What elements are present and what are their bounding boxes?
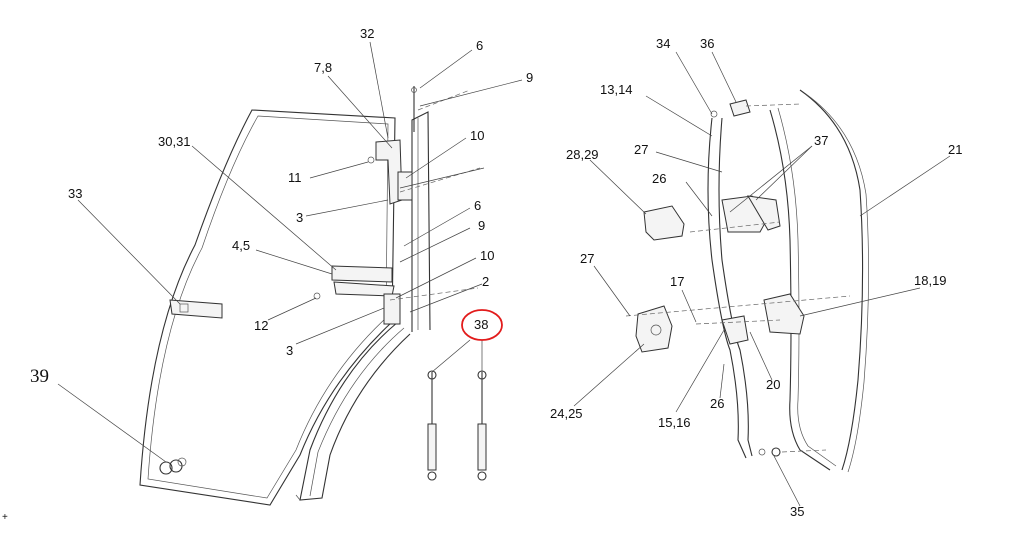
callout-27-left: 27 <box>580 251 594 266</box>
callout-36: 36 <box>700 36 714 51</box>
callout-9-top: 9 <box>526 70 533 85</box>
callout-32: 32 <box>360 26 374 41</box>
bracket-24-25 <box>635 305 673 353</box>
hinge-15-16 <box>721 315 749 345</box>
origin-marker: + <box>2 512 8 523</box>
callout-34: 34 <box>656 36 670 51</box>
door-panel <box>139 109 396 506</box>
callout-24-25: 24,25 <box>550 406 583 421</box>
washer-35 <box>758 447 781 457</box>
callout-26-bottom: 26 <box>710 396 724 411</box>
door-frame-rail <box>295 111 431 501</box>
callout-4-5: 4,5 <box>232 238 250 253</box>
hinge-bottom <box>313 265 401 325</box>
callout-39: 39 <box>30 366 49 387</box>
callout-13-14: 13,14 <box>600 82 633 97</box>
bracket-37 <box>721 195 781 233</box>
cover-28-29 <box>643 205 685 241</box>
callout-10-top: 10 <box>470 128 484 143</box>
callout-37: 37 <box>814 133 828 148</box>
callout-18-19: 18,19 <box>914 273 947 288</box>
callout-9-mid: 9 <box>478 218 485 233</box>
callout-7-8: 7,8 <box>314 60 332 75</box>
callout-27-top: 27 <box>634 142 648 157</box>
callout-3-bottom: 3 <box>286 343 293 358</box>
callout-10-mid: 10 <box>480 248 494 263</box>
callout-26-top: 26 <box>652 171 666 186</box>
callout-17: 17 <box>670 274 684 289</box>
callout-12: 12 <box>254 318 268 333</box>
callout-6-top: 6 <box>476 38 483 53</box>
callout-21: 21 <box>948 142 962 157</box>
hinge-top <box>367 139 413 205</box>
callout-38: 38 <box>474 317 488 332</box>
leader-lines <box>57 41 951 507</box>
vertical-post-13-14 <box>707 117 753 459</box>
latch-handle <box>169 299 223 319</box>
callout-3-top: 3 <box>296 210 303 225</box>
top-nut-36 <box>710 99 751 118</box>
callout-33: 33 <box>68 186 82 201</box>
callout-35: 35 <box>790 504 804 519</box>
gas-struts <box>427 370 487 481</box>
callout-30-31: 30,31 <box>158 134 191 149</box>
callout-20: 20 <box>766 377 780 392</box>
callout-labels: 32 6 9 7,8 10 30,31 11 3 33 6 9 4,5 10 2… <box>2 26 962 523</box>
callout-15-16: 15,16 <box>658 415 691 430</box>
callout-6-mid: 6 <box>474 198 481 213</box>
bracket-18-19 <box>763 293 805 335</box>
right-dash-lines <box>625 103 851 453</box>
callout-2: 2 <box>482 274 489 289</box>
callout-11: 11 <box>288 170 302 185</box>
callout-28-29: 28,29 <box>566 147 599 162</box>
highlight-ring <box>461 309 503 341</box>
